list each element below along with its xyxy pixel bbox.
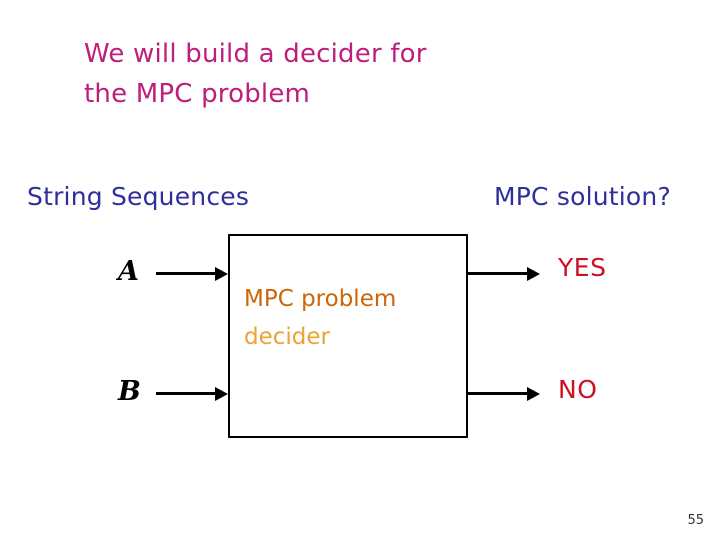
output-label-yes: YES xyxy=(558,253,607,282)
input-label-a: A xyxy=(118,256,139,287)
input-arrow-a xyxy=(156,267,228,281)
arrow-shaft xyxy=(468,272,528,275)
input-label-b: B xyxy=(118,376,141,407)
arrow-head-icon xyxy=(215,267,228,281)
arrow-shaft xyxy=(468,392,528,395)
arrow-shaft xyxy=(156,272,216,275)
arrow-shaft xyxy=(156,392,216,395)
output-arrow-yes xyxy=(468,267,540,281)
output-arrow-no xyxy=(468,387,540,401)
arrow-head-icon xyxy=(215,387,228,401)
input-arrow-b xyxy=(156,387,228,401)
page-title: We will build a decider for the MPC prob… xyxy=(84,39,427,109)
output-label-no: NO xyxy=(558,375,598,404)
page-number: 55 xyxy=(687,513,704,528)
decider-box xyxy=(228,234,468,438)
arrow-head-icon xyxy=(527,387,540,401)
decider-label-line-2: decider xyxy=(244,324,330,350)
decider-box-label: MPC problem decider xyxy=(244,280,459,356)
output-column-header: MPC solution? xyxy=(494,182,671,211)
arrow-head-icon xyxy=(527,267,540,281)
input-column-header: String Sequences xyxy=(27,182,250,211)
decider-label-line-1: MPC problem xyxy=(244,286,397,312)
